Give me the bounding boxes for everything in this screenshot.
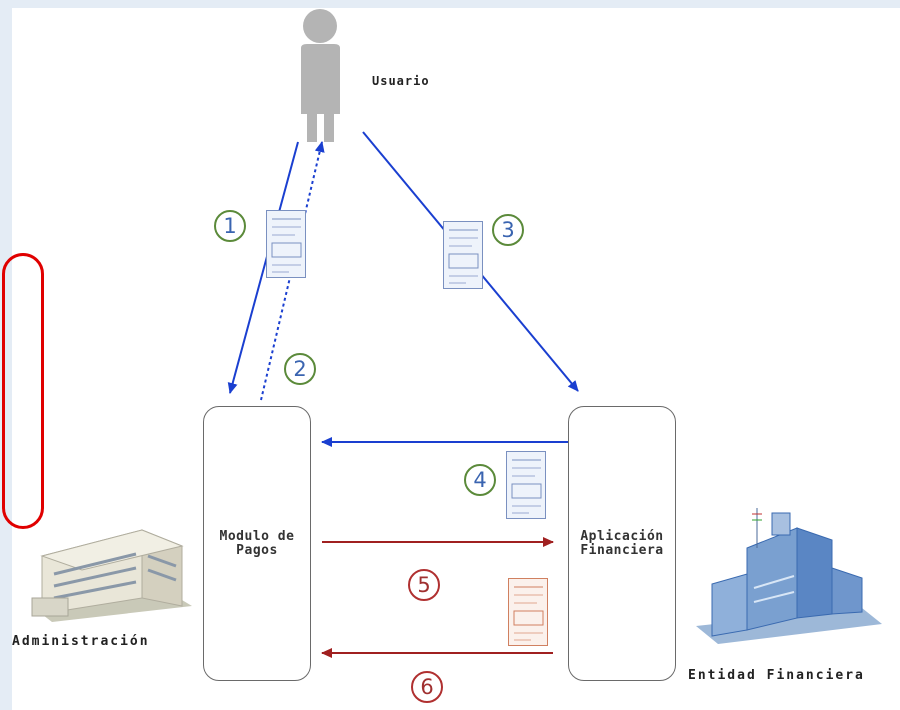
user-icon bbox=[301, 9, 340, 142]
step-5-badge: 5 bbox=[408, 569, 440, 601]
arrow-step-1 bbox=[227, 141, 299, 394]
building-entidad-icon bbox=[696, 508, 882, 644]
document-icon bbox=[508, 578, 548, 646]
usuario-label: Usuario bbox=[372, 74, 430, 88]
document-icon bbox=[443, 221, 483, 289]
step-3-badge: 3 bbox=[492, 214, 524, 246]
step-1-badge: 1 bbox=[214, 210, 246, 242]
document-icon bbox=[266, 210, 306, 278]
modulo-label-line2: Pagos bbox=[236, 542, 278, 558]
modulo-de-pagos-node: Modulo de Pagos bbox=[203, 406, 311, 681]
entidad-financiera-label: Entidad Financiera bbox=[688, 668, 865, 683]
building-administracion-icon bbox=[31, 529, 192, 622]
diagram-canvas: Usuario bbox=[2, 8, 900, 710]
aplicacion-label-line2: Financiera bbox=[580, 542, 664, 558]
document-icon bbox=[506, 451, 546, 519]
aplicacion-financiera-node: Aplicación Financiera bbox=[568, 406, 676, 681]
step-6-badge: 6 bbox=[411, 671, 443, 703]
step-4-badge: 4 bbox=[464, 464, 496, 496]
arrows-layer bbox=[227, 131, 579, 658]
modulo-label-line1: Modulo de bbox=[219, 528, 295, 544]
aplicacion-label-line1: Aplicación bbox=[580, 528, 664, 544]
highlight-frame bbox=[2, 253, 44, 529]
administracion-label: Administración bbox=[12, 634, 150, 649]
step-2-badge: 2 bbox=[284, 353, 316, 385]
